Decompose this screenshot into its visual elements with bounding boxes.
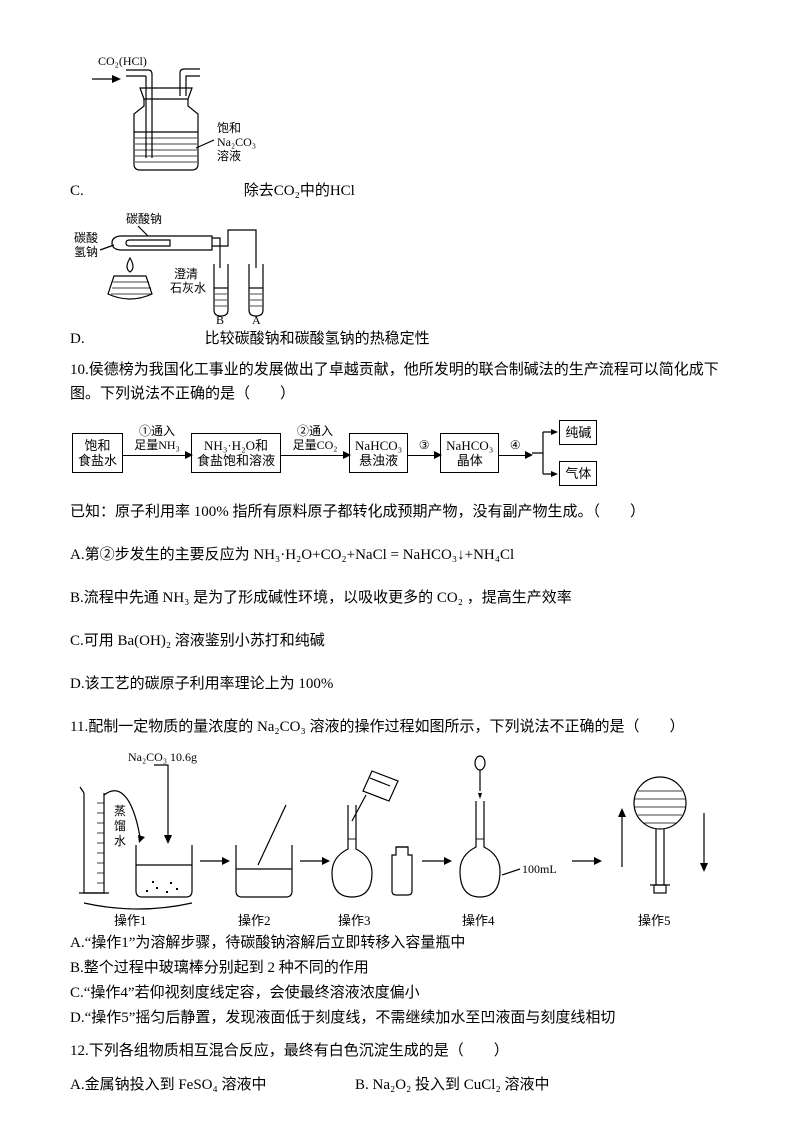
flow-box-ammonia-brine-line2: 食盐饱和溶液 — [197, 453, 276, 468]
sodium-carbonate-label: 碳酸钠 — [126, 212, 162, 226]
question-10-known: 已知：原子利用率 100% 指所有原料原子都转化成预期产物，没有副产物生成。（ … — [70, 504, 645, 520]
limewater-label-line1: 澄清 — [174, 266, 198, 281]
flow-arrow-3-label: ③ — [418, 438, 430, 452]
flow-arrow-2: ②通入 足量CO₂ — [281, 424, 352, 482]
flow-box-gas: 气体 — [559, 461, 598, 486]
question-11-option-c: C.“操作4”若仰视刻度线定容，会使最终溶液浓度偏小 — [70, 985, 420, 1001]
option-c-text: 除去CO₂中的HCl — [243, 183, 355, 199]
flow-box-nahco3-crystal-line1: NaHCO₃ — [446, 438, 494, 453]
solution-label-line2: Na₂CO₃ — [217, 135, 256, 149]
flow-arrow-3: ③ — [408, 438, 443, 468]
sodium-bicarbonate-label-line1: 碳酸 — [74, 230, 98, 245]
option-c-label: C. — [70, 183, 84, 199]
flow-box-saturated-brine: 饱和 食盐水 — [72, 433, 124, 473]
gas-inlet-label: CO₂(HCl) — [98, 54, 147, 68]
flow-box-nahco3-crystal-line2: 晶体 — [456, 453, 483, 468]
flask-volume-label: 100mL — [522, 862, 557, 876]
question-11-option-a: A.“操作1”为溶解步骤，待碳酸钠溶解后立即转移入容量瓶中 — [70, 935, 466, 951]
flow-box-soda-ash: 纯碱 — [559, 420, 598, 445]
flow-arrow-1-label-line1: ①通入 — [139, 424, 176, 438]
solution-label-line1: 饱和 — [217, 120, 241, 135]
flow-box-nahco3-suspension: NaHCO₃ 悬浊液 — [349, 433, 409, 473]
flow-products-column: 纯碱 气体 — [559, 420, 598, 486]
flow-arrow-1-label-line2: 足量NH₃ — [134, 438, 180, 452]
tube-a-label: A — [252, 313, 261, 326]
option-d-row: D. 比较碳酸钠和碳酸氢钠的热稳定性 — [70, 328, 726, 350]
option-c-row: C. 除去CO₂中的HCl — [70, 180, 726, 202]
question-12-options-row: A.金属钠投入到 FeSO₄ 溶液中 B. Na₂O₂ 投入到 CuCl₂ 溶液… — [70, 1073, 726, 1098]
question-12-option-b: B. Na₂O₂ 投入到 CuCl₂ 溶液中 — [355, 1077, 550, 1093]
question-11-option-b: B.整个过程中玻璃棒分别起到 2 种不同的作用 — [70, 960, 369, 976]
flow-arrow-1: ①通入 足量NH₃ — [123, 424, 194, 482]
flow-arrow-4: ④ — [499, 438, 534, 468]
step-4-label: 操作4 — [462, 913, 495, 928]
flow-box-ammonia-brine: NH₃·H₂O和 食盐饱和溶液 — [191, 433, 282, 473]
step-2-label: 操作2 — [238, 913, 271, 928]
flow-box-saturated-brine-line1: 饱和 — [84, 438, 111, 453]
solution-label-line3: 溶液 — [217, 148, 241, 163]
thermal-stability-diagram: 碳酸钠 碳酸 氢钠 澄清 石灰水 B A — [74, 212, 726, 326]
flow-arrow-2-label-line2: 足量CO₂ — [292, 438, 338, 452]
distilled-water-label: 蒸馏水 — [114, 804, 126, 848]
option-d-text: 比较碳酸钠和碳酸氢钠的热稳定性 — [204, 331, 430, 347]
question-10-option-a: A.第②步发生的主要反应为 NH₃·H₂O+CO₂+NaCl = NaHCO₃↓… — [70, 547, 515, 563]
production-flowchart: 饱和 食盐水 ①通入 足量NH₃ NH₃·H₂O和 食盐饱和溶液 ②通入 足量C… — [72, 420, 726, 486]
flow-box-ammonia-brine-line1: NH₃·H₂O和 — [204, 438, 268, 453]
flow-box-soda-ash-label: 纯碱 — [565, 425, 592, 440]
option-d-label: D. — [70, 331, 85, 347]
question-10-option-b: B.流程中先通 NH₃ 是为了形成碱性环境，以吸收更多的 CO₂ ，提高生产效率 — [70, 590, 572, 606]
gas-purification-diagram: CO₂(HCl) 饱和 — [84, 52, 726, 178]
flow-arrow-2-label-line1: ②通入 — [297, 424, 334, 438]
flow-box-nahco3-suspension-line2: 悬浊液 — [359, 453, 399, 468]
sodium-bicarbonate-label-line2: 氢钠 — [74, 244, 98, 259]
limewater-label-line2: 石灰水 — [170, 281, 206, 295]
flow-split-connector — [532, 429, 559, 477]
flow-arrow-4-label: ④ — [509, 438, 521, 452]
tube-b-label: B — [216, 313, 224, 326]
question-10-option-c: C.可用 Ba(OH)₂ 溶液鉴别小苏打和纯碱 — [70, 633, 325, 649]
question-12-stem: 12.下列各组物质相互混合反应，最终有白色沉淀生成的是（ ） — [70, 1043, 509, 1059]
step-5-label: 操作5 — [638, 913, 671, 928]
question-10-stem: 10.侯德榜为我国化工事业的发展做出了卓越贡献，他所发明的联合制碱法的生产流程可… — [70, 362, 719, 402]
flow-box-nahco3-crystal: NaHCO₃ 晶体 — [440, 433, 500, 473]
question-11-option-d: D.“操作5”摇匀后静置，发现液面低于刻度线，不需继续加水至凹液面与刻度线相切 — [70, 1010, 616, 1026]
step-3-label: 操作3 — [338, 913, 371, 928]
question-11-stem: 11.配制一定物质的量浓度的 Na₂CO₃ 溶液的操作过程如图所示，下列说法不正… — [70, 719, 685, 735]
flow-box-gas-label: 气体 — [565, 466, 592, 481]
solution-preparation-diagram: Na₂CO₃ 10.6g 蒸馏水 100mL 操作1 操作2 操作3 操作4 操… — [70, 745, 726, 931]
step-1-label: 操作1 — [114, 913, 147, 928]
question-10-option-d: D.该工艺的碳原子利用率理论上为 100% — [70, 676, 334, 692]
salt-mass-label: Na₂CO₃ 10.6g — [128, 750, 197, 764]
question-12-option-a: A.金属钠投入到 FeSO₄ 溶液中 — [70, 1077, 267, 1093]
flow-box-nahco3-suspension-line1: NaHCO₃ — [355, 438, 403, 453]
flow-box-saturated-brine-line2: 食盐水 — [78, 453, 118, 468]
